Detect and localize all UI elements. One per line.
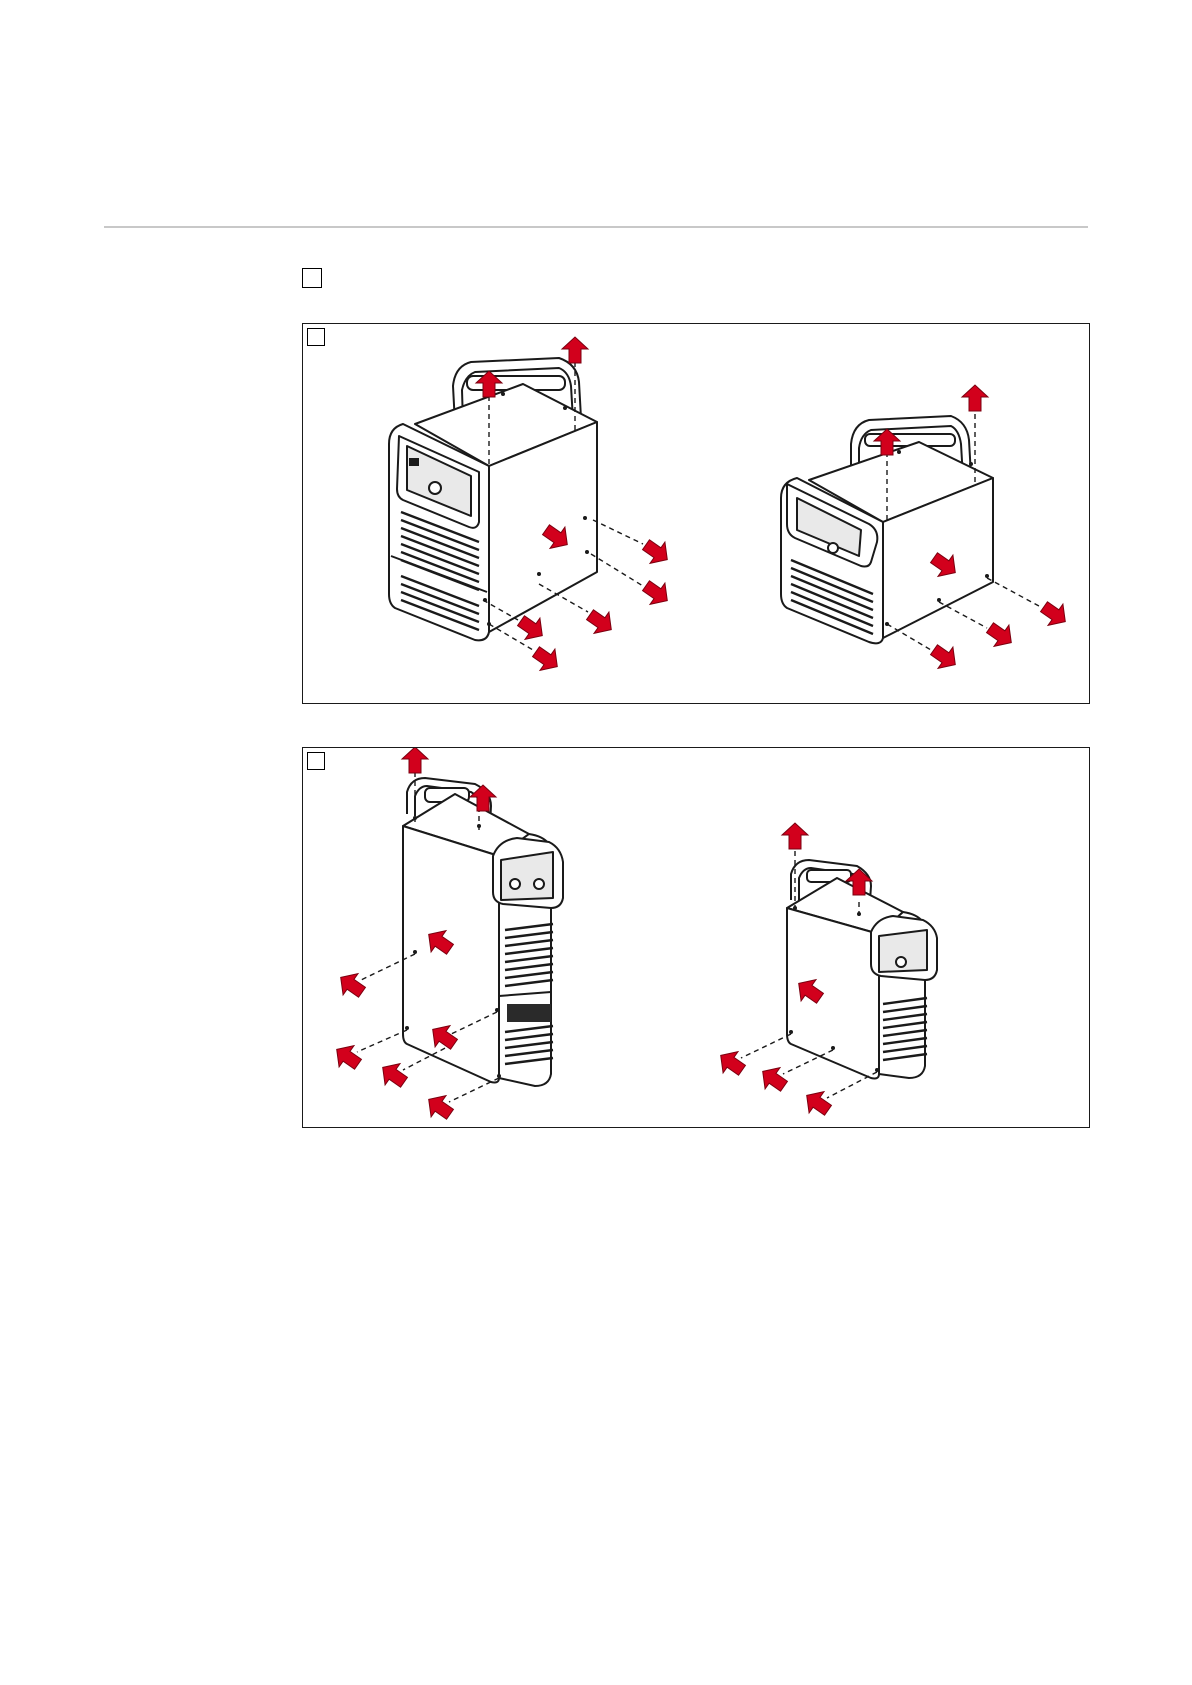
figure-marker-icon bbox=[307, 328, 325, 346]
section-divider bbox=[104, 226, 1088, 228]
illustration-right-side bbox=[303, 324, 1088, 702]
step-checkbox-icon bbox=[302, 268, 322, 288]
illustration-left-side bbox=[303, 748, 1088, 1126]
figure-marker-icon bbox=[307, 752, 325, 770]
large-device bbox=[389, 358, 597, 640]
large-device bbox=[403, 778, 563, 1086]
figure-panel-left-side bbox=[302, 747, 1090, 1128]
figure-panel-right-side bbox=[302, 323, 1090, 704]
